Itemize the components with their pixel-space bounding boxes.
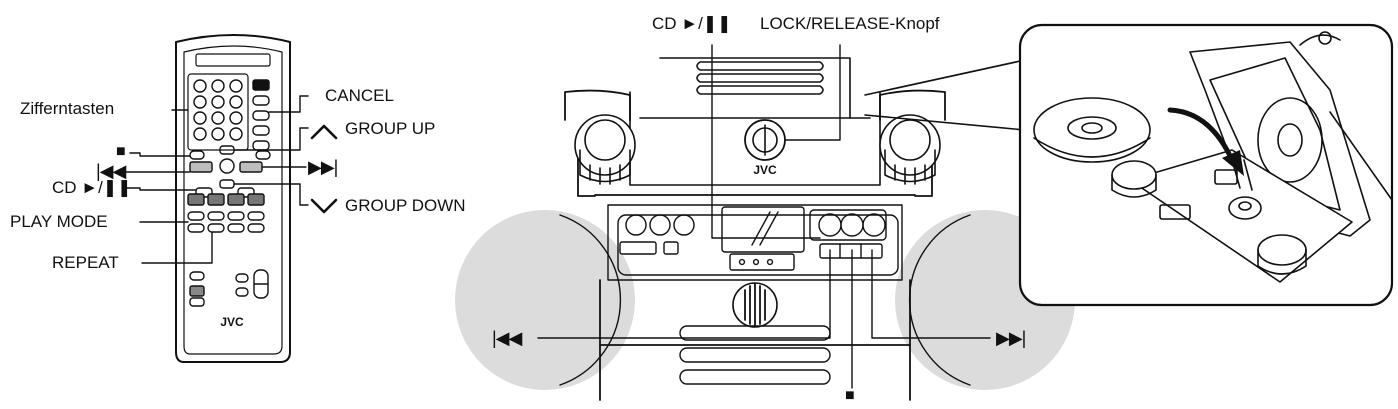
- label-play-mode: PLAY MODE: [10, 212, 108, 231]
- label-skip-back-remote: |◀◀: [96, 161, 126, 181]
- label-group-down: GROUP DOWN: [345, 196, 466, 215]
- label-group-up: GROUP UP: [345, 119, 436, 138]
- remote-side-keys: [252, 79, 270, 151]
- callout-connector: [864, 59, 1026, 131]
- callout-disc: [1033, 97, 1151, 163]
- chevron-down-icon: [310, 198, 338, 214]
- unit-brand-text: JVC: [753, 163, 777, 177]
- label-repeat: REPEAT: [52, 253, 119, 272]
- unit-front-controls: [619, 206, 887, 271]
- callout-knobs: [1111, 160, 1307, 275]
- remote-control: [175, 34, 291, 363]
- label-skip-back-unit: |◀◀: [492, 328, 522, 348]
- label-cd-play-remote: CD ►/❚❚: [52, 178, 132, 197]
- remote-transport-keys: [187, 145, 271, 233]
- chevron-up-icon: [310, 124, 338, 140]
- label-skip-forward-unit: ▶▶|: [996, 328, 1026, 348]
- label-cancel: CANCEL: [325, 86, 394, 105]
- remote-brand-text: JVC: [220, 315, 244, 329]
- label-cd-play-unit: CD ►/❚❚: [652, 14, 732, 33]
- left-knob: [574, 114, 636, 185]
- remote-leader-lines: [117, 95, 309, 264]
- unit-leader-lines: [537, 44, 991, 389]
- left-speaker: [455, 210, 635, 390]
- label-number-keys: Zifferntasten: [20, 99, 115, 118]
- label-skip-forward-remote: ▶▶|: [308, 157, 338, 177]
- right-knob: [879, 114, 941, 185]
- unit-body: [564, 89, 946, 401]
- label-stop-remote: ■: [116, 143, 126, 160]
- label-lock-release: LOCK/RELEASE-Knopf: [760, 14, 940, 33]
- insert-arrow: [1167, 107, 1244, 176]
- label-stop-unit: ■: [845, 387, 855, 404]
- remote-lower-keys: [189, 269, 269, 307]
- remote-number-keys: [193, 79, 243, 141]
